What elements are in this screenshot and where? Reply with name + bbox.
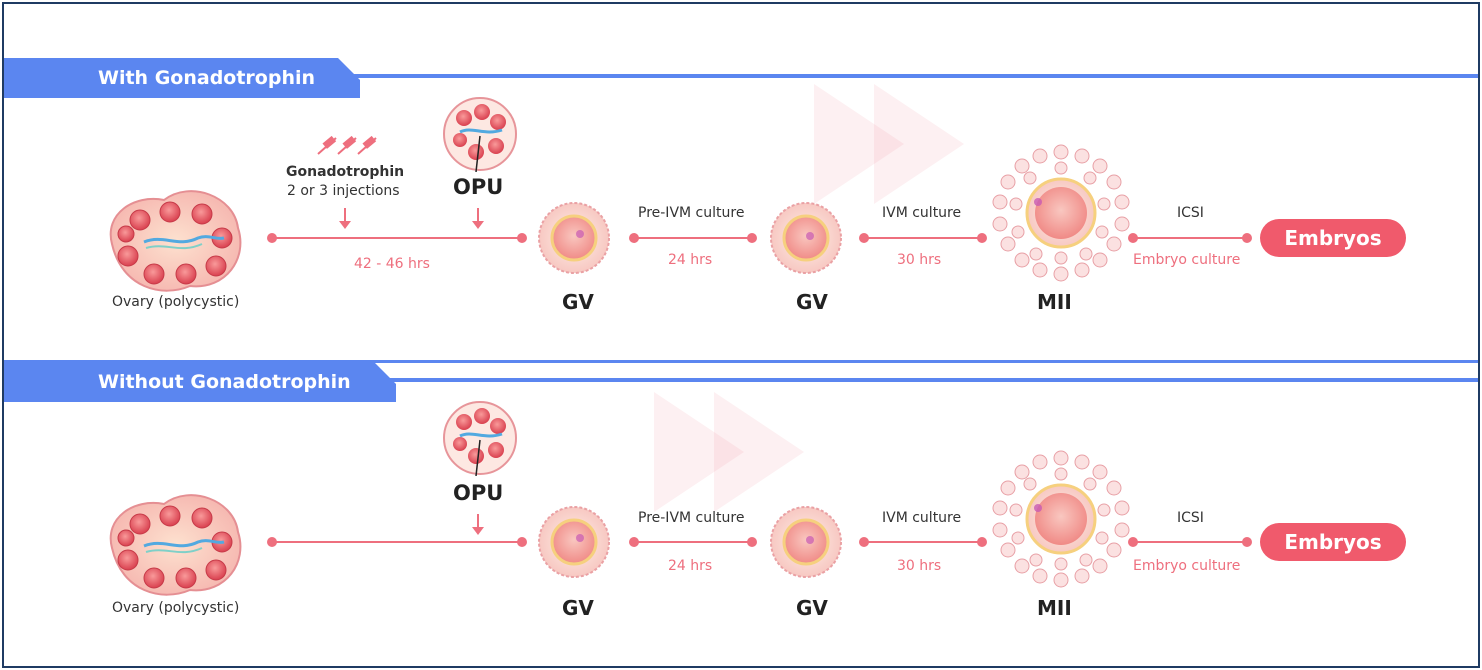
gv-oocyte-illustration: [770, 202, 842, 274]
stage-label-gv: GV: [796, 596, 828, 620]
ivm-duration: 30 hrs: [897, 558, 942, 574]
section-tab-without-gonadotrophin: Without Gonadotrophin: [4, 362, 396, 402]
interval-label: 42 - 46 hrs: [354, 256, 430, 272]
pre-ivm-label: Pre-IVM culture: [638, 205, 745, 221]
timeline-node: [747, 233, 757, 243]
pre-ivm-duration: 24 hrs: [668, 252, 713, 268]
icsi-label: ICSI: [1177, 510, 1204, 526]
ivm-culture-label: IVM culture: [882, 510, 962, 526]
ovary-label: Ovary (polycystic): [112, 294, 240, 310]
section-title: With Gonadotrophin: [98, 67, 316, 89]
stage-label-gv: GV: [796, 290, 828, 314]
timeline-segment: [634, 237, 752, 239]
opu-arrow: [472, 208, 484, 229]
stage-label-mii: MII: [1037, 596, 1072, 620]
injection-subtitle: 2 or 3 injections: [287, 183, 400, 199]
pre-ivm-duration: 24 hrs: [668, 558, 713, 574]
ovary-illustration: [109, 190, 242, 292]
injection-title: Gonadotrophin: [286, 164, 405, 180]
opu-arrow: [472, 514, 484, 535]
background-chevron: [874, 84, 964, 204]
ivm-duration: 30 hrs: [897, 252, 942, 268]
section-tab-with-gonadotrophin: With Gonadotrophin: [4, 58, 360, 98]
timeline-segment: [1133, 541, 1247, 543]
embryos-badge: Embryos: [1260, 523, 1406, 561]
pre-ivm-label: Pre-IVM culture: [638, 510, 745, 526]
timeline-node: [747, 537, 757, 547]
section-title: Without Gonadotrophin: [98, 371, 351, 393]
timeline-segment: [1133, 237, 1247, 239]
ovary-label: Ovary (polycystic): [112, 600, 240, 616]
background-chevron: [654, 392, 744, 512]
embryo-culture-label: Embryo culture: [1133, 252, 1241, 268]
timeline-segment: [634, 541, 752, 543]
section-divider: [4, 360, 1478, 363]
section-rule: [380, 378, 1478, 382]
timeline-segment: [272, 237, 522, 239]
gv-oocyte-illustration: [538, 202, 610, 274]
mii-oocyte-illustration: [992, 144, 1130, 282]
stage-label-gv: GV: [562, 290, 594, 314]
timeline-node: [977, 233, 987, 243]
section-rule: [344, 74, 1478, 78]
opu-follicle-illustration: [443, 97, 517, 172]
embryos-badge: Embryos: [1260, 219, 1406, 257]
timeline-segment: [864, 541, 982, 543]
ivm-culture-label: IVM culture: [882, 205, 962, 221]
injection-arrow: [339, 208, 351, 229]
opu-label: OPU: [453, 175, 504, 199]
opu-label: OPU: [453, 481, 504, 505]
icsi-label: ICSI: [1177, 205, 1204, 221]
background-chevron: [714, 392, 804, 512]
background-chevron: [814, 84, 904, 204]
ovary-illustration: [109, 494, 242, 596]
stage-label-mii: MII: [1037, 290, 1072, 314]
timeline-node: [517, 537, 527, 547]
timeline-node: [1242, 233, 1252, 243]
timeline-segment: [864, 237, 982, 239]
embryo-culture-label: Embryo culture: [1133, 558, 1241, 574]
timeline-node: [517, 233, 527, 243]
opu-follicle-illustration: [443, 401, 517, 476]
timeline-node: [1242, 537, 1252, 547]
timeline-segment: [272, 541, 522, 543]
stage-label-gv: GV: [562, 596, 594, 620]
mii-oocyte-illustration: [992, 450, 1130, 588]
syringe-icon: [316, 134, 380, 160]
timeline-node: [977, 537, 987, 547]
gv-oocyte-illustration: [538, 506, 610, 578]
gv-oocyte-illustration: [770, 506, 842, 578]
